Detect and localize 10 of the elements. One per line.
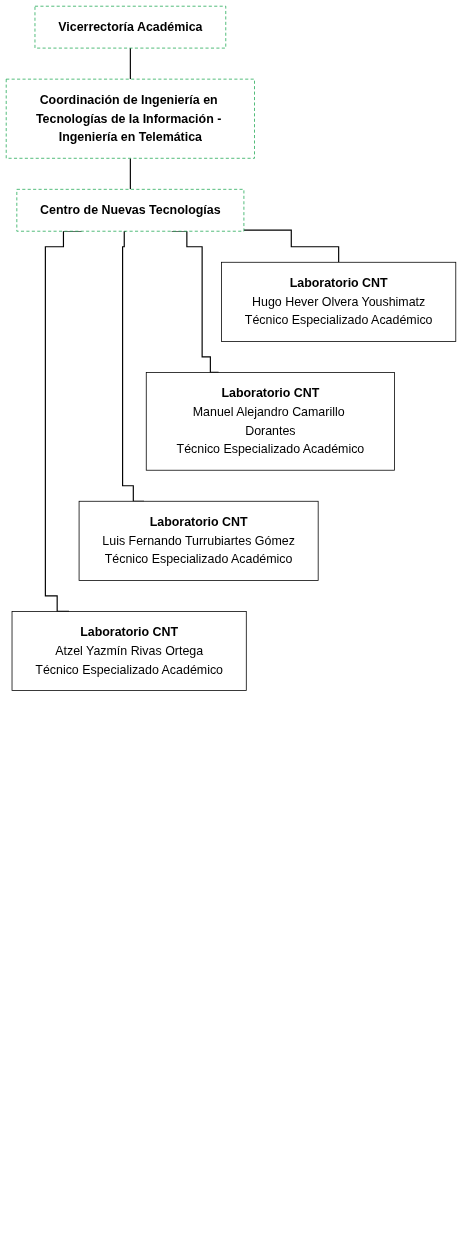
node-box: Laboratorio CNT Atzel Yazmín Rivas Ortega Técnico Especializado Académico — [11, 611, 247, 691]
node-box: Laboratorio CNT Hugo Hever Olvera Youshimatz Técnico Especializado Académico — [221, 261, 457, 342]
node-box: Laboratorio CNT Luis Fernando Turrubiartes Gómez Técnico Especializado Académico — [78, 500, 319, 581]
connector — [129, 47, 131, 80]
node-box: Vicerrectoría Académica — [34, 5, 227, 49]
node-box: Centro de Nuevas Tecnologías — [16, 188, 245, 232]
connector — [129, 157, 131, 190]
node-box: Coordinación de Ingeniería en Tecnologías de la Información - Ingeniería en Telemática — [5, 78, 255, 159]
node-box: Laboratorio CNT Manuel Alejandro Camarillo Dorantes Técnico Especializado Académico — [145, 372, 395, 471]
connector — [243, 229, 340, 263]
